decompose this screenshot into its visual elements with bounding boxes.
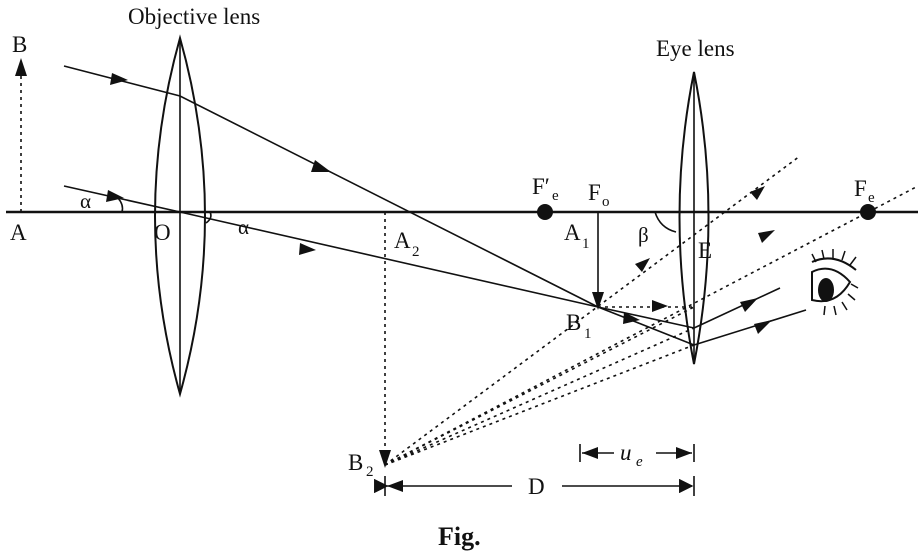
ray-central [63, 185, 599, 308]
ray-central-arrow-2 [299, 243, 316, 255]
label-B2: B [348, 450, 363, 475]
label-D: D [528, 474, 545, 499]
focal-point-Fe [860, 204, 876, 220]
figure-caption: Fig. [438, 522, 481, 551]
focal-point-Fe-prime [537, 204, 553, 220]
construction-line-4 [384, 327, 695, 466]
label-A1-sub: 1 [582, 236, 590, 252]
label-B2-sub: 2 [366, 464, 374, 480]
alpha-arc-2 [205, 211, 212, 224]
construction-line-5 [384, 344, 695, 466]
label-Fe-sub: e [868, 190, 875, 206]
ray-b1-arrow-2 [652, 300, 668, 312]
construction-line-3 [384, 306, 695, 466]
ue-left-arrowhead [582, 447, 598, 459]
dotted-arrow-2 [635, 258, 650, 272]
ue-right-arrowhead [676, 447, 692, 459]
construction-line-2 [384, 185, 919, 466]
beta-arc [654, 211, 677, 233]
label-E: E [698, 238, 712, 263]
dotted-arrow-3 [758, 230, 775, 243]
eye-icon [811, 249, 859, 316]
ray-central-arrow-1 [106, 190, 124, 202]
label-Fo: F [588, 180, 601, 205]
label-alpha-2: α [238, 215, 249, 239]
label-B1: B [566, 310, 581, 335]
ray-b1-arrow-1 [623, 312, 640, 324]
emergent-ray-1 [693, 287, 781, 329]
image-A1B1-arrowhead [592, 292, 604, 310]
label-ue-sub: e [636, 454, 643, 470]
ray-upper-arrow-1 [110, 73, 128, 85]
ray-b1-to-lens-b [597, 306, 695, 346]
label-Fo-sub: o [602, 194, 610, 210]
ray-upper-arrow-2 [311, 160, 331, 172]
construction-line-1 [384, 155, 801, 466]
label-A1: A [564, 220, 581, 245]
objective-lens-label: Objective lens [128, 4, 260, 29]
image-A2B2-arrowhead [379, 450, 391, 468]
emergent-ray-2 [693, 309, 807, 346]
ray-upper [63, 65, 599, 308]
D-left-arrowhead [387, 480, 403, 492]
emergent-arrow-2 [754, 320, 772, 334]
label-Fe-prime: F′ [532, 174, 550, 199]
label-alpha-1: α [80, 189, 91, 213]
ray-b1-to-lens-a [597, 306, 695, 329]
label-A2: A [394, 228, 411, 253]
label-Fe: F [854, 176, 867, 201]
label-B: B [12, 32, 27, 57]
label-ue: u [620, 440, 632, 465]
label-B1-sub: 1 [584, 326, 592, 342]
object-arrowhead [15, 58, 27, 76]
label-Fe-prime-sub: e [552, 188, 559, 204]
label-A: A [10, 220, 27, 245]
label-O: O [154, 220, 171, 245]
label-beta: β [638, 223, 649, 247]
emergent-arrow-1 [740, 298, 758, 312]
dotted-arrow-1 [750, 186, 765, 200]
label-A2-sub: 2 [412, 244, 420, 260]
alpha-arc-1 [117, 197, 124, 213]
eye-lens-label: Eye lens [656, 36, 735, 61]
